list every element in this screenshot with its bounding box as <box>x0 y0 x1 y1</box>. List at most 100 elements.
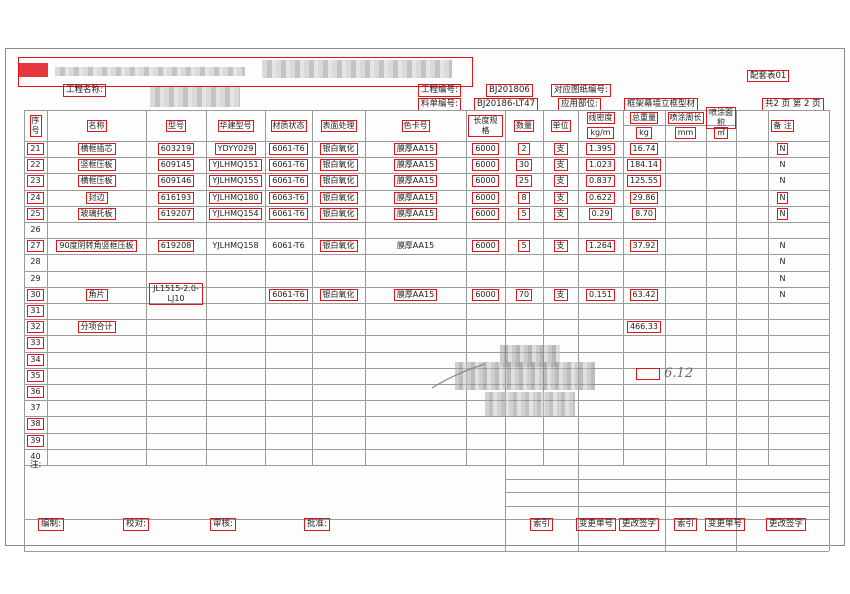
cell-dens: 0.151 <box>578 287 623 303</box>
cell-color: 膜厚AA15 <box>365 206 466 222</box>
cell-model-text: 616193 <box>157 191 195 204</box>
grid-line <box>24 110 829 111</box>
header-name: 名称 <box>47 110 146 141</box>
cell-surf: 银白氧化 <box>312 157 365 173</box>
cell-wt: 16.74 <box>623 141 665 157</box>
grid-line <box>47 110 48 465</box>
cell-hj-text: YJLHMQ155 <box>209 175 262 188</box>
cell-hj-text: YJLHMQ154 <box>209 207 262 220</box>
cell-name-text: 分项合计 <box>77 321 116 334</box>
index-label-2: 索引 <box>674 518 698 531</box>
cell-no: 39 <box>24 433 47 449</box>
cell-len: 6000 <box>466 238 505 254</box>
editor-label: 编制: <box>38 518 64 531</box>
cell-surf-text: 银白氧化 <box>319 143 358 156</box>
grid-line <box>24 319 829 321</box>
date-annotation-box <box>636 367 660 380</box>
grid-line <box>665 110 666 465</box>
grid-line <box>24 157 829 159</box>
header-density-unit: kg/m <box>578 126 623 140</box>
table-row <box>24 222 829 238</box>
cell-color-text: 膜厚AA15 <box>393 159 438 172</box>
table-row <box>24 335 829 351</box>
cell-no-text: 23 <box>27 175 44 188</box>
grid-line <box>578 110 579 465</box>
cell-surf-text: 银白氧化 <box>319 288 358 301</box>
cell-name-text: 横框压板 <box>77 175 116 188</box>
cell-hj: YJLHMQ155 <box>206 173 265 189</box>
cell-mat: 6061-T6 <box>265 173 312 189</box>
cell-len: 6000 <box>466 173 505 189</box>
cell-color: 膜厚AA15 <box>365 238 466 254</box>
header-density-text: 线密度 <box>586 111 615 124</box>
cell-qty: 5 <box>505 238 543 254</box>
cell-dens: 1.395 <box>578 141 623 157</box>
cell-unit: 支 <box>543 157 578 173</box>
cell-no: 26 <box>24 222 47 238</box>
cell-name: 竖框压板 <box>47 157 146 173</box>
cell-unit-text: 支 <box>553 240 568 253</box>
cell-rem: N <box>736 238 829 254</box>
cell-qty: 2 <box>505 141 543 157</box>
cell-no-text: 35 <box>27 369 44 382</box>
grid-line <box>768 110 769 465</box>
cell-no-text: 36 <box>27 386 44 399</box>
cell-hj: YJLHMQ154 <box>206 206 265 222</box>
cell-no: 35 <box>24 368 47 384</box>
cell-mat-text: 6061-T6 <box>269 175 308 188</box>
cell-len-text: 6000 <box>472 240 499 253</box>
cell-unit: 支 <box>543 238 578 254</box>
cell-no-text: 22 <box>27 159 44 172</box>
grid-line <box>505 505 829 507</box>
cell-no: 40 <box>24 449 47 465</box>
cell-dens-text: 0.622 <box>586 191 615 204</box>
cell-model: JL1515-2.0-LJ10 <box>146 279 206 310</box>
cell-wt-text: 184.14 <box>627 159 661 172</box>
cell-rem-text: N <box>779 241 786 251</box>
cell-no-text: 21 <box>27 143 44 156</box>
cell-mat: 6061-T6 <box>265 287 312 303</box>
cell-wt: 184.14 <box>623 157 665 173</box>
checker-label: 校对: <box>123 518 149 531</box>
cell-no-text: 27 <box>27 240 44 253</box>
cell-no-text: 40 <box>30 451 41 461</box>
cell-name: 封边 <box>47 190 146 206</box>
cell-model-text: 619207 <box>157 207 195 220</box>
header-length-text: 长度规格 <box>468 114 503 137</box>
cell-no: 23 <box>24 173 47 189</box>
cell-len-text: 6000 <box>472 207 499 220</box>
cell-rem: N <box>736 287 829 303</box>
grid-line <box>623 110 624 465</box>
cell-unit-text: 支 <box>553 159 568 172</box>
cell-mat: 6061-T6 <box>265 206 312 222</box>
cell-color-text: 膜厚AA15 <box>393 288 438 301</box>
cell-len: 6000 <box>466 157 505 173</box>
cell-color: 膜厚AA15 <box>365 173 466 189</box>
cell-no-text: 33 <box>27 337 44 350</box>
cell-surf: 银白氧化 <box>312 206 365 222</box>
cell-mat-text: 6061-T6 <box>269 143 308 156</box>
cell-color-text: 膜厚AA15 <box>393 175 438 188</box>
cell-rem: N <box>736 141 829 157</box>
change-sign-label-2: 更改签字 <box>766 518 807 531</box>
cell-color-text: 膜厚AA15 <box>393 143 438 156</box>
header-unit-text: 单位 <box>550 119 571 132</box>
cell-mat: 6063-T6 <box>265 190 312 206</box>
cell-no: 29 <box>24 271 47 287</box>
header-remark-text: 备 注 <box>771 119 794 132</box>
header-paint-perimeter-text: 喷涂周长 <box>667 111 704 124</box>
project-name-label: 工程名称: <box>63 84 106 97</box>
cell-mat: 6061-T6 <box>265 141 312 157</box>
cell-dens: 1.264 <box>578 238 623 254</box>
cell-mat-text: 6063-T6 <box>269 191 308 204</box>
cell-qty: 5 <box>505 206 543 222</box>
cell-unit: 支 <box>543 141 578 157</box>
cell-no-text: 37 <box>30 403 41 413</box>
cell-mat-text: 6061-T6 <box>272 241 305 251</box>
grid-line <box>24 551 829 552</box>
table-row <box>24 254 829 270</box>
cell-hj: YJLHMQ158 <box>206 238 265 254</box>
grid-line <box>24 416 829 418</box>
cell-rem-text: N <box>779 289 786 299</box>
cell-no-text: 26 <box>30 225 41 235</box>
